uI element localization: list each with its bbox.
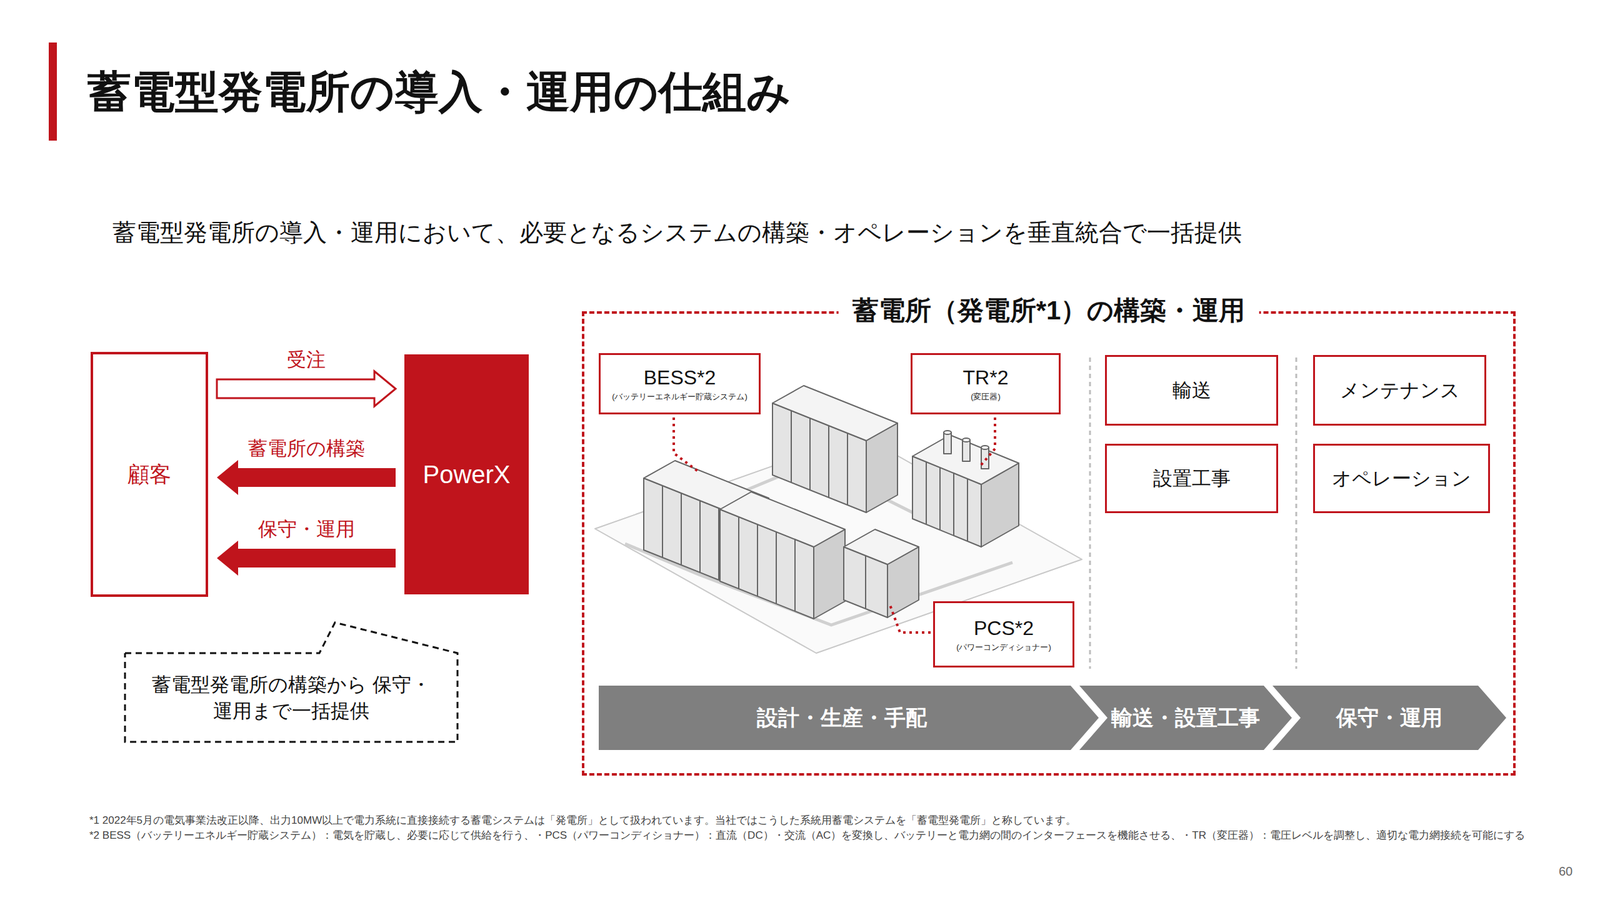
- power-conditioner: [843, 529, 919, 618]
- equipment-description: (変圧器): [970, 391, 1001, 402]
- chevron-body: 設計・生産・手配: [598, 685, 1085, 750]
- battery-container: [718, 508, 720, 580]
- page-number: 60: [1558, 863, 1573, 879]
- battery-container: [809, 418, 811, 490]
- chevron-shape: [1272, 685, 1507, 750]
- battery-container: [794, 539, 796, 612]
- customer-box: 顧客: [90, 351, 209, 597]
- node-label: 保守・運用: [1336, 703, 1443, 733]
- callout-body: 蓄電型発電所の構築から 保守・運用まで一括提供: [123, 653, 459, 744]
- footnote: *1 2022年5月の電気事業法改正以降、出力10MW以上で電力系統に直接接続す…: [89, 813, 1577, 828]
- equipment-description: (パワーコンディショナー): [956, 642, 1052, 653]
- transformer: [962, 438, 970, 442]
- equipment-name: BESS*2: [643, 366, 717, 390]
- transformer: [981, 445, 989, 450]
- battery-container: [720, 491, 845, 619]
- transformer: [939, 467, 941, 530]
- arrow-label: 蓄電所の構築: [248, 436, 365, 461]
- node-label: 設置工事: [1153, 465, 1231, 492]
- subtitle: 蓄電型発電所の導入・運用において、必要となるシステムの構築・オペレーションを垂直…: [112, 218, 1242, 247]
- equipment-description: (バッテリーエネルギー貯蔵システム): [611, 391, 748, 402]
- transformer: [953, 473, 955, 536]
- equipment-label: TR*2(変圧器): [910, 353, 1061, 415]
- node-label: 輸送: [1172, 377, 1212, 404]
- footnote: *2 BESS（バッテリーエネルギー貯蔵システム）：電気を貯蔵し、必要に応じて供…: [89, 828, 1577, 843]
- battery-container: [828, 425, 830, 498]
- battery-container: [775, 531, 777, 604]
- battery-container: [680, 493, 682, 565]
- node-label: 設計・生産・手配: [756, 703, 927, 733]
- leader-line: [890, 605, 931, 633]
- region-heading: 蓄電所（発電所*1）の構築・運用: [838, 292, 1260, 329]
- node-label: メンテナンス: [1340, 377, 1460, 404]
- battery-container: [756, 524, 759, 597]
- equipment-name: TR*2: [963, 366, 1009, 390]
- battery-container: [738, 516, 740, 589]
- task-box: 設置工事: [1105, 443, 1279, 514]
- arrow-label: 受注: [286, 348, 326, 372]
- power-conditioner: [865, 555, 867, 609]
- title-accent-bar: [48, 42, 57, 141]
- equipment-label: BESS*2(バッテリーエネルギー貯蔵システム): [598, 353, 761, 415]
- chevron-shape: [598, 685, 1099, 750]
- battery-container: [772, 385, 898, 513]
- node-label: 蓄電型発電所の構築から 保守・運用まで一括提供: [141, 671, 442, 725]
- leader-line: [980, 417, 995, 467]
- phase-separator: [1089, 357, 1092, 669]
- leader-line: [673, 417, 995, 633]
- company-box: PowerX: [404, 354, 529, 595]
- transformer: [943, 430, 952, 435]
- arrow-label: 保守・運用: [258, 517, 355, 542]
- transformer: [981, 447, 989, 469]
- node-label: オペレーション: [1331, 465, 1472, 492]
- chevron-shape: [1079, 685, 1292, 750]
- chevron-body: 保守・運用: [1286, 685, 1493, 750]
- phase-separator: [1295, 357, 1298, 669]
- power-conditioner: [843, 529, 919, 565]
- transformer: [962, 440, 970, 462]
- battery-container: [699, 500, 701, 573]
- phase-chevron: 設計・生産・手配: [598, 685, 1099, 750]
- chevron-body: 輸送・設置工事: [1093, 685, 1279, 750]
- transformer: [966, 478, 969, 542]
- battery-container: [661, 485, 664, 558]
- flow-arrow: [216, 460, 396, 495]
- callout-bubble: 蓄電型発電所の構築から 保守・運用まで一括提供: [123, 620, 459, 744]
- task-box: メンテナンス: [1313, 355, 1487, 426]
- equipment-label: PCS*2 (パワーコンディショナー): [933, 601, 1075, 668]
- callout-outline: [125, 622, 458, 742]
- transformer: [943, 432, 952, 454]
- task-box: オペレーション: [1313, 443, 1490, 514]
- phase-chevron: 保守・運用: [1272, 685, 1507, 750]
- flow-arrow: [216, 540, 396, 576]
- task-box: 輸送: [1105, 355, 1279, 426]
- transformer: [912, 430, 1019, 547]
- transformer: [925, 461, 927, 525]
- node-label: PowerX: [422, 460, 510, 489]
- node-label: 輸送・設置工事: [1111, 703, 1260, 733]
- leader-line: [673, 417, 699, 472]
- battery-container: [790, 410, 792, 483]
- scope-region: 蓄電所（発電所*1）の構築・運用BESS*2(バッテリーエネルギー貯蔵システム)…: [581, 311, 1516, 776]
- equipment-name: PCS*2: [973, 616, 1034, 640]
- transformer: [912, 435, 1019, 485]
- page-title: 蓄電型発電所の導入・運用の仕組み: [87, 65, 792, 119]
- node-label: 顧客: [127, 460, 172, 490]
- phase-chevron: 輸送・設置工事: [1079, 685, 1292, 750]
- flow-arrow: [216, 371, 396, 407]
- battery-container: [846, 433, 849, 505]
